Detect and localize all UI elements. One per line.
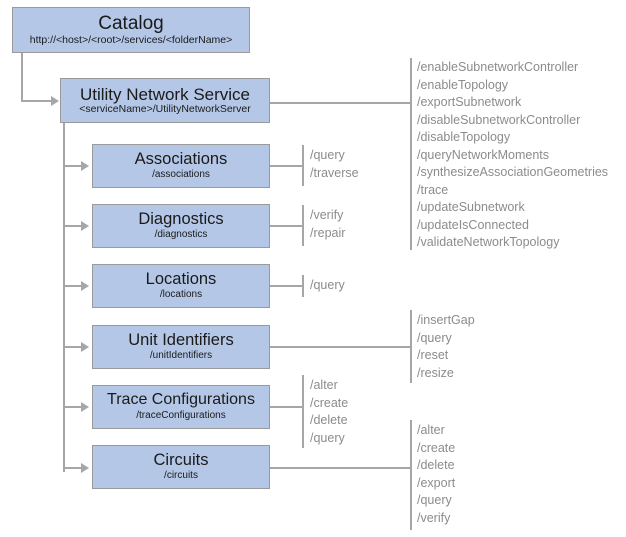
node-locations-title: Locations xyxy=(145,270,217,289)
connector-to-traceconfigurations xyxy=(63,406,83,408)
operation-item: /validateNetworkTopology xyxy=(417,235,560,249)
opbar-unitidentifiers xyxy=(410,310,412,383)
connector-locations-operations xyxy=(270,285,303,287)
operation-item: /alter xyxy=(310,378,338,392)
operation-item: /exportSubnetwork xyxy=(417,95,522,109)
operation-item: /create xyxy=(417,440,456,455)
operation-item: /query xyxy=(417,330,452,345)
node-associations-subtitle: /associations xyxy=(152,169,210,181)
node-catalog-title: Catalog xyxy=(98,13,164,35)
node-unit-identifiers[interactable]: Unit Identifiers /unitIdentifiers xyxy=(92,325,270,369)
node-traceconfigurations-subtitle: /traceConfigurations xyxy=(136,410,226,422)
operations-list-circuits: /alter/create/delete/export/query/verify xyxy=(417,422,455,527)
operation-item: /enableTopology xyxy=(417,77,509,92)
node-associations[interactable]: Associations /associations xyxy=(92,144,270,188)
opbar-associations xyxy=(302,145,304,186)
connector-circuits-operations xyxy=(270,467,411,469)
operation-item: /query xyxy=(310,278,345,292)
opbar-diagnostics xyxy=(302,205,304,246)
operation-item: /updateIsConnected xyxy=(417,217,529,232)
node-catalog[interactable]: Catalog http://<host>/<root>/services/<f… xyxy=(12,7,250,53)
operation-item: /synthesizeAssociationGeometries xyxy=(417,165,609,179)
arrowhead-associations xyxy=(81,161,89,171)
node-catalog-subtitle: http://<host>/<root>/services/<folderNam… xyxy=(29,33,233,46)
operation-item: /query xyxy=(310,148,345,162)
operations-list-unit-identifiers: /insertGap/query/reset/resize xyxy=(417,312,475,382)
arrowhead-service xyxy=(51,96,59,106)
operation-item: /create xyxy=(310,395,349,410)
connector-unitidentifiers-operations xyxy=(270,346,411,348)
connector-to-circuits xyxy=(63,467,83,469)
operation-item: /traverse xyxy=(310,165,359,180)
arrowhead-traceconfigurations xyxy=(81,402,89,412)
node-utility-network-service[interactable]: Utility Network Service <serviceName>/Ut… xyxy=(60,78,270,123)
node-diagnostics-subtitle: /diagnostics xyxy=(154,229,208,241)
connector-to-unitidentifiers xyxy=(63,346,83,348)
operation-item: /trace xyxy=(417,182,449,197)
operation-item: /reset xyxy=(417,348,449,362)
connector-catalog-to-service xyxy=(21,100,53,102)
node-service-subtitle: <serviceName>/UtilityNetworkServer xyxy=(79,103,251,116)
opbar-traceconfigurations xyxy=(302,375,304,448)
operation-item: /alter xyxy=(417,423,445,437)
node-circuits-subtitle: /circuits xyxy=(164,470,198,482)
connector-to-locations xyxy=(63,285,83,287)
operations-list-diagnostics: /verify/repair xyxy=(310,207,345,242)
operation-item: /delete xyxy=(310,413,348,427)
operation-item: /verify xyxy=(310,208,344,222)
connector-associations-operations xyxy=(270,165,303,167)
opbar-service xyxy=(410,58,412,250)
operation-item: /resize xyxy=(417,365,454,380)
operation-item: /repair xyxy=(310,225,346,240)
operation-item: /insertGap xyxy=(417,313,475,327)
operation-item: /query xyxy=(417,493,452,507)
node-locations[interactable]: Locations /locations xyxy=(92,264,270,308)
node-service-title: Utility Network Service xyxy=(79,84,251,104)
node-diagnostics[interactable]: Diagnostics /diagnostics xyxy=(92,204,270,248)
opbar-locations xyxy=(302,275,304,297)
operations-list-trace-configurations: /alter/create/delete/query xyxy=(310,377,348,447)
operation-item: /export xyxy=(417,475,456,490)
operations-list-associations: /query/traverse xyxy=(310,147,359,182)
node-unitidentifiers-title: Unit Identifiers xyxy=(128,331,234,350)
node-unitidentifiers-subtitle: /unitIdentifiers xyxy=(149,350,213,362)
operation-item: /verify xyxy=(417,510,451,525)
arrowhead-unitidentifiers xyxy=(81,342,89,352)
operation-item: /disableSubnetworkController xyxy=(417,112,581,127)
operation-item: /queryNetworkMoments xyxy=(417,147,549,162)
operation-item: /updateSubnetwork xyxy=(417,200,525,214)
arrowhead-locations xyxy=(81,281,89,291)
connector-diagnostics-operations xyxy=(270,225,303,227)
operation-item: /query xyxy=(310,430,345,445)
node-locations-subtitle: /locations xyxy=(159,289,203,301)
operation-item: /disableTopology xyxy=(417,130,511,144)
node-circuits[interactable]: Circuits /circuits xyxy=(92,445,270,489)
operations-list-locations: /query xyxy=(310,277,345,295)
node-traceconfigurations-title: Trace Configurations xyxy=(107,391,255,409)
connector-traceconfigurations-operations xyxy=(270,406,303,408)
node-diagnostics-title: Diagnostics xyxy=(138,210,224,229)
operation-item: /delete xyxy=(417,458,455,472)
node-associations-title: Associations xyxy=(134,150,228,169)
arrowhead-circuits xyxy=(81,463,89,473)
operations-list-service: /enableSubnetworkController/enableTopolo… xyxy=(417,59,608,252)
node-trace-configurations[interactable]: Trace Configurations /traceConfiguration… xyxy=(92,385,270,429)
connector-to-associations xyxy=(63,165,83,167)
node-circuits-title: Circuits xyxy=(153,451,209,470)
connector-catalog-down xyxy=(21,53,23,101)
connector-service-spine xyxy=(63,123,65,472)
opbar-circuits xyxy=(410,420,412,530)
connector-to-diagnostics xyxy=(63,225,83,227)
connector-service-operations xyxy=(270,102,411,104)
arrowhead-diagnostics xyxy=(81,221,89,231)
operation-item: /enableSubnetworkController xyxy=(417,60,579,74)
